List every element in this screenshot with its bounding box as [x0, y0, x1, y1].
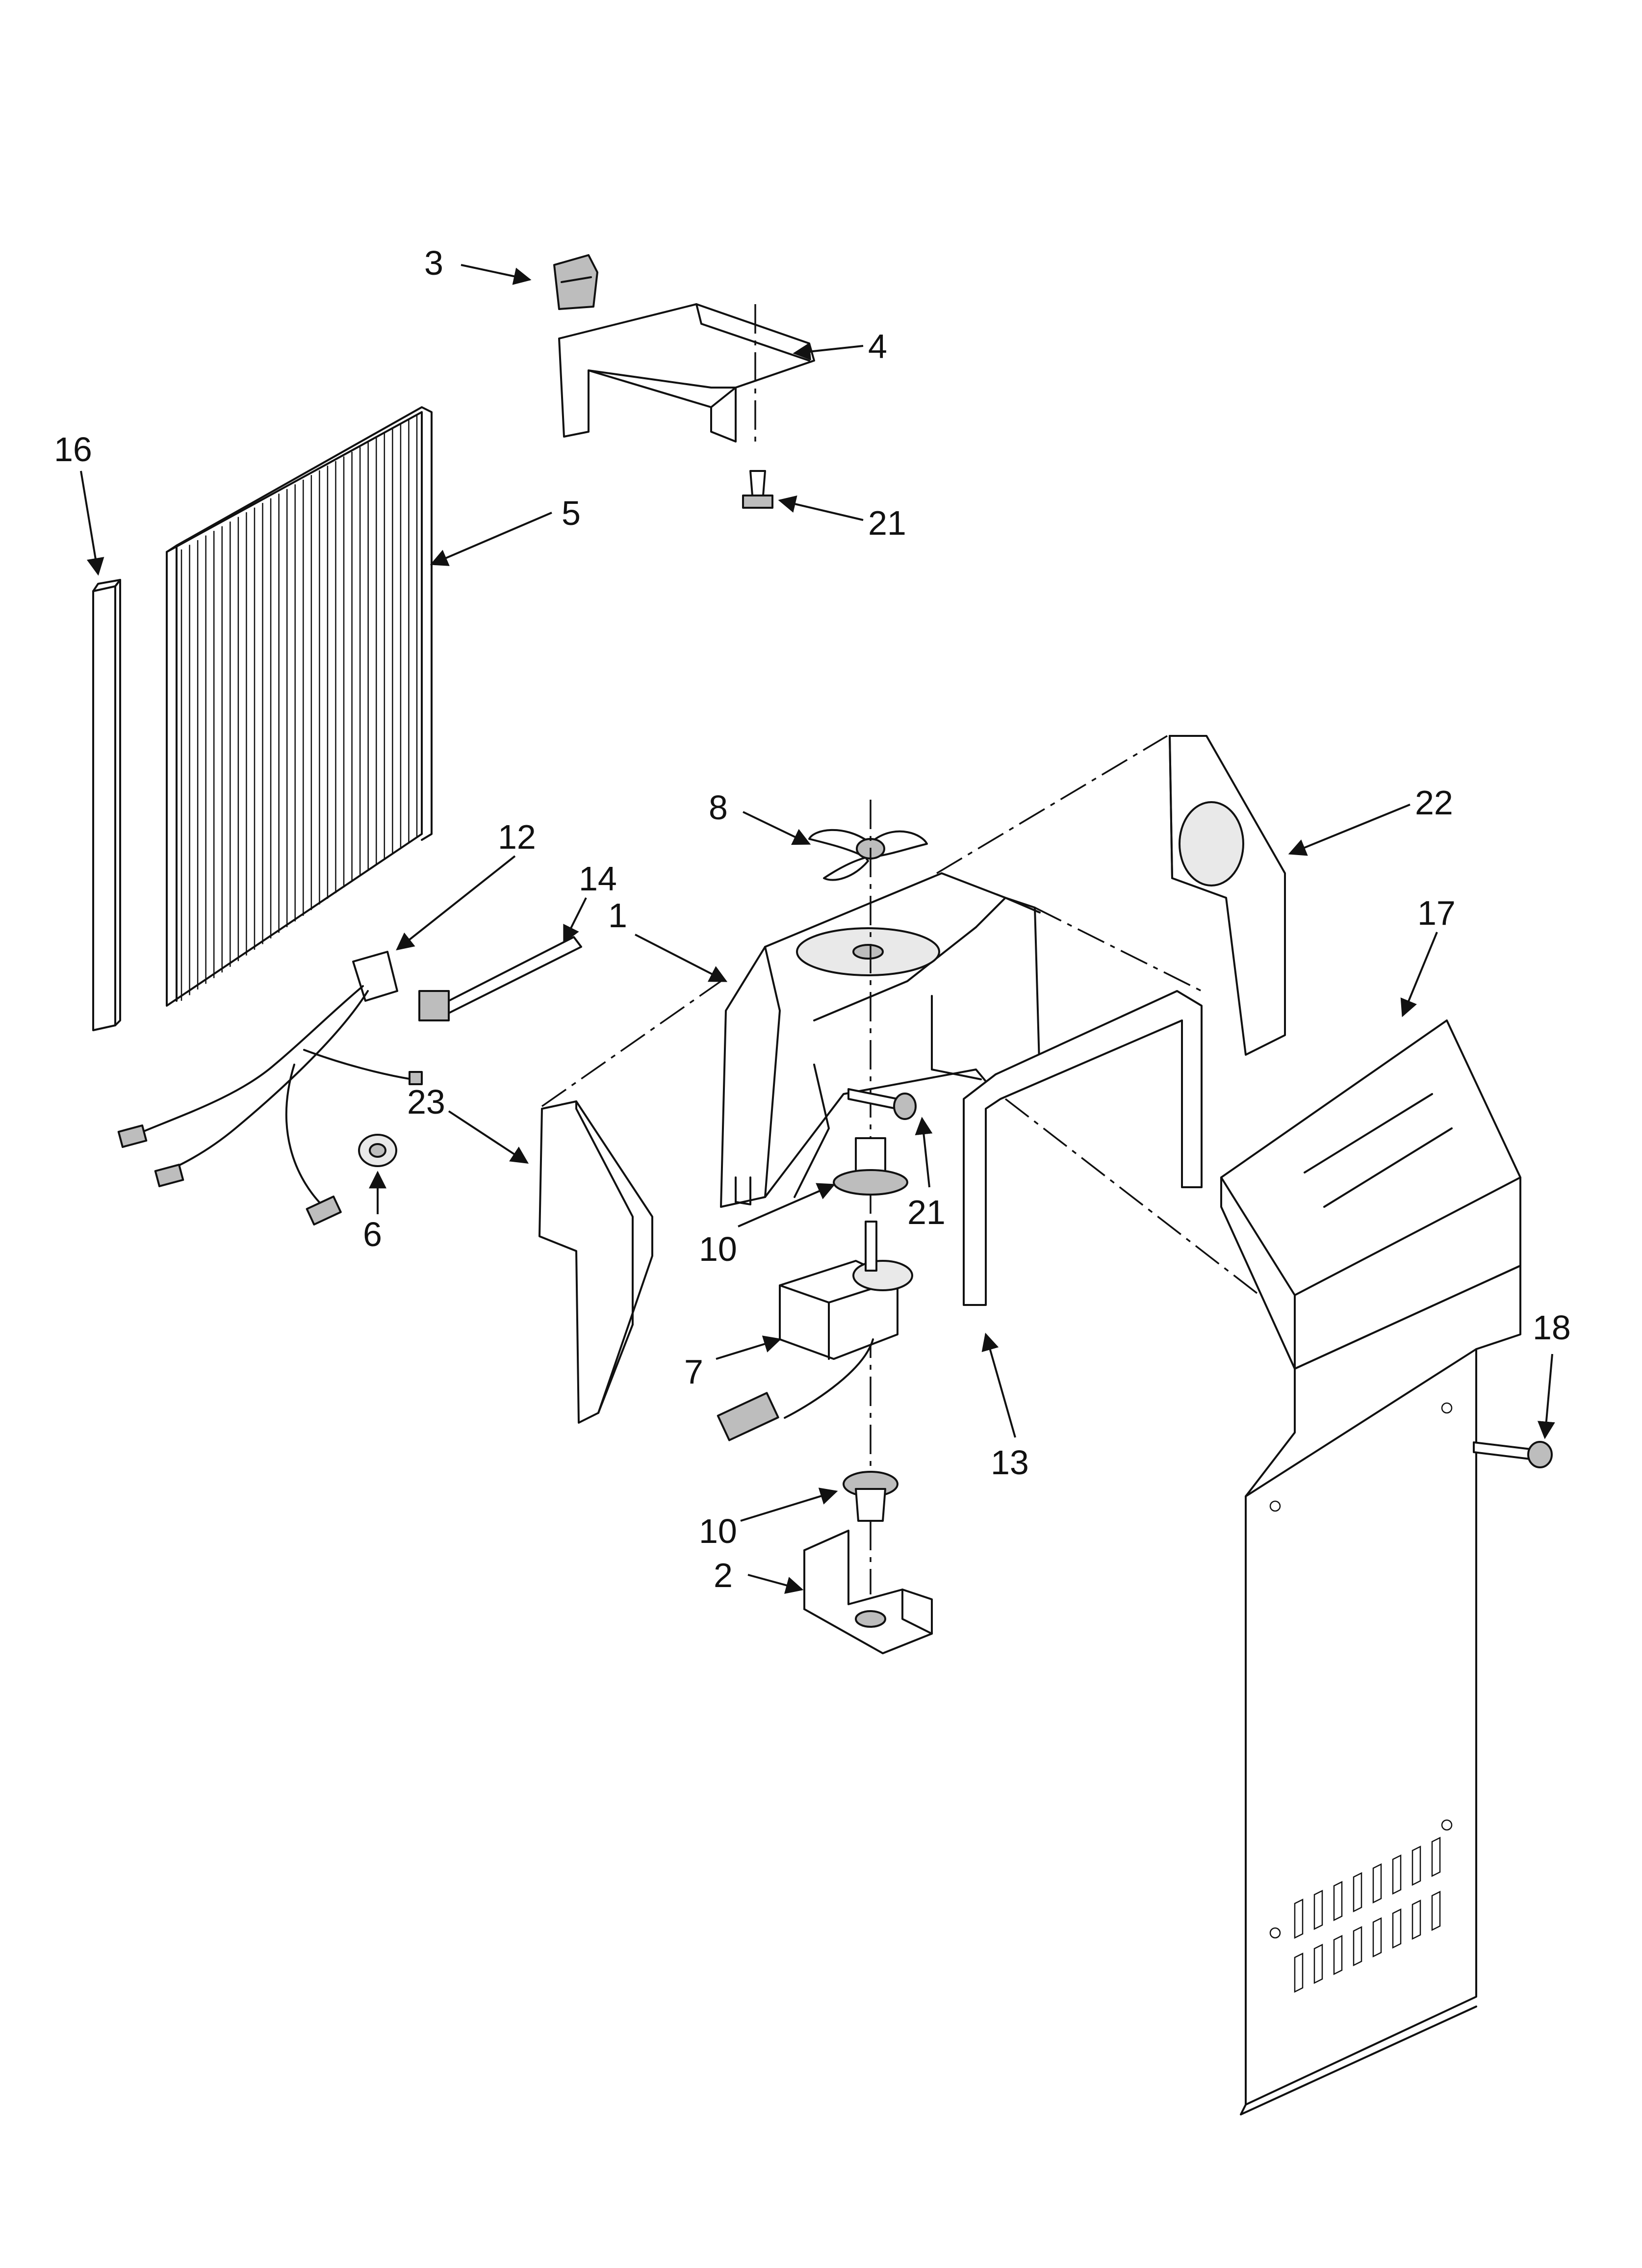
callout-2: 2 [714, 1556, 733, 1594]
vent-slot [1313, 1943, 1323, 1984]
guide-line-23 [541, 980, 722, 1107]
callout-21a: 21 [868, 504, 906, 542]
callout-17: 17 [1417, 894, 1456, 932]
callout-21b: 21 [907, 1193, 946, 1231]
callout-10b: 10 [699, 1512, 737, 1550]
part-23-left-baffle [539, 1100, 653, 1424]
part-21-screw-middle [847, 1088, 917, 1120]
vent-slot [1313, 1889, 1323, 1930]
part-10-grommet-lower [843, 1471, 898, 1522]
callout-22: 22 [1415, 783, 1453, 822]
vent-slot [1294, 1898, 1304, 1939]
callout-6: 6 [363, 1215, 382, 1253]
guide-line-22 [936, 735, 1168, 874]
part-2-lower-bracket [803, 1530, 933, 1654]
vent-slot [1431, 1890, 1441, 1931]
vent-slot [1353, 1872, 1362, 1913]
callout-16: 16 [54, 430, 92, 469]
guide-line-13 [1034, 907, 1202, 992]
callout-4: 4 [868, 327, 887, 365]
callout-23: 23 [407, 1083, 445, 1121]
part-18-screw [1473, 1441, 1553, 1468]
part-13-u-seal [963, 990, 1203, 1306]
callout-8: 8 [709, 788, 728, 827]
part-21-screw-top [742, 470, 773, 509]
part-12-wiring-harness [117, 951, 423, 1225]
part-7-fan-motor [717, 1221, 913, 1441]
vent-slot [1372, 1863, 1382, 1904]
callout-12: 12 [498, 818, 536, 856]
callout-3: 3 [424, 244, 443, 282]
guide-line-17 [1004, 1098, 1286, 1316]
part-4-bracket [558, 303, 815, 443]
part-3-clip [553, 254, 598, 310]
callout-1: 1 [608, 896, 627, 935]
part-17-rear-cover [1220, 1019, 1521, 2115]
callout-14: 14 [579, 860, 617, 898]
vent-slot [1411, 1899, 1421, 1940]
callout-10a: 10 [699, 1230, 737, 1268]
vent-slot [1372, 1917, 1382, 1958]
callout-13: 13 [991, 1443, 1029, 1482]
part-1-fan-housing [720, 872, 1041, 1208]
vent-slot [1392, 1908, 1402, 1949]
callout-18: 18 [1533, 1308, 1571, 1347]
evaporator-fins [180, 415, 418, 1001]
leader-lines [80, 264, 1555, 1594]
part-8-fan-blade [808, 829, 928, 881]
vent-slot [1333, 1880, 1343, 1922]
callout-5: 5 [562, 494, 581, 532]
vent-slot [1353, 1926, 1362, 1967]
vent-slot [1431, 1836, 1441, 1877]
part-5-evaporator-panel [166, 406, 433, 1007]
vent-slot [1294, 1952, 1304, 1993]
callout-7: 7 [684, 1353, 703, 1391]
part-16-strip [92, 579, 121, 1031]
vent-slot [1411, 1845, 1421, 1886]
vent-slot [1333, 1934, 1343, 1976]
vent-slots [1294, 1836, 1441, 1993]
vent-slot [1392, 1854, 1402, 1895]
callout-labels: 3 4 16 5 21 8 22 12 14 1 17 23 6 10 21 7… [54, 244, 1571, 1594]
part-22-side-baffle [1169, 735, 1286, 1056]
part-10-grommet-upper [833, 1137, 908, 1196]
part-14-cable-tie [418, 936, 582, 1021]
part-6-thermostat [358, 1134, 397, 1167]
